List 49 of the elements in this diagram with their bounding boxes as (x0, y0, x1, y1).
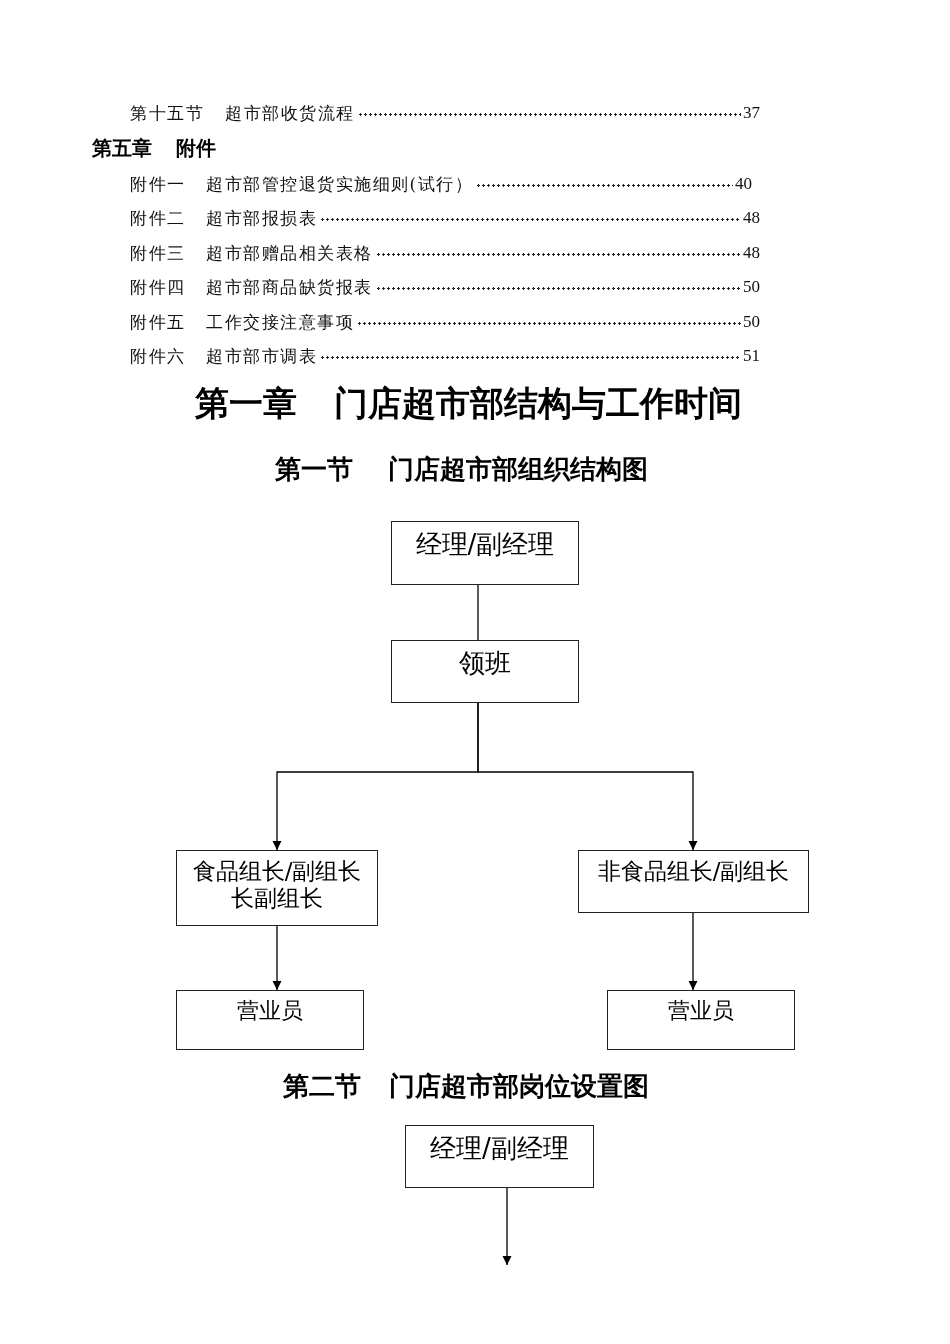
arrow (502, 1187, 512, 1266)
heading-number: 第二节 (283, 1070, 361, 1104)
position-title: 非食品组长/副组长 (597, 858, 790, 886)
toc-page-number: 48 (743, 207, 760, 229)
heading-title: 门店超市部结构与工作时间 (334, 381, 742, 425)
toc-entry-number: 附件三 (130, 243, 186, 263)
position-title: 经理/副经理 (415, 529, 555, 560)
toc-entry-title: 超市部收货流程 (225, 102, 355, 124)
position-title: 领班 (459, 648, 511, 679)
arrow (477, 702, 698, 851)
toc-entry-title: 超市部市调表 (206, 345, 317, 367)
toc-entry-number: 附件四 (130, 277, 186, 297)
position-box (405, 1125, 594, 1188)
toc-entry-title: 超市部报损表 (206, 207, 317, 229)
position-box (176, 990, 364, 1050)
heading-title: 附件 (176, 135, 216, 161)
heading-number: 第五章 (92, 135, 152, 161)
position-box (607, 990, 795, 1050)
position-title: 营业员 (668, 998, 734, 1024)
arrow (688, 912, 698, 991)
position-box (578, 850, 809, 913)
position-title: 营业员 (237, 998, 303, 1024)
position-title: 食品组长/副组长 (192, 858, 362, 886)
toc-entry-number: 附件一 (130, 174, 186, 194)
position-title: 经理/副经理 (430, 1133, 569, 1164)
toc-entry-title: 超市部商品缺货报表 (206, 276, 373, 298)
arrow (272, 925, 282, 991)
connector-line (477, 584, 479, 641)
toc-entry-number: 第十五节 (130, 103, 204, 123)
position-box (176, 850, 378, 926)
toc-entry-title: 工作交接注意事项 (206, 311, 354, 333)
heading-number: 第一节 (275, 453, 353, 487)
toc-entry-number: 附件六 (130, 346, 186, 366)
toc-entry-number: 附件五 (130, 312, 186, 332)
heading-title: 门店超市部岗位设置图 (389, 1070, 649, 1104)
toc-page-number: 51 (743, 345, 760, 367)
toc-page-number: 48 (743, 242, 760, 264)
toc-entry-title: 超市部赠品相关表格 (206, 242, 373, 264)
toc-page-number: 37 (743, 102, 760, 124)
toc-page-number: 50 (743, 276, 760, 298)
heading-title: 门店超市部组织结构图 (388, 453, 648, 487)
position-note: 长副组长 (231, 885, 323, 913)
position-box (391, 521, 579, 585)
toc-entry-title: 超市部管控退货实施细则(试行） (206, 173, 474, 195)
toc-entry-number: 附件二 (130, 208, 186, 228)
position-box (391, 640, 579, 703)
heading-number: 第一章 (195, 381, 297, 425)
toc-page-number: 50 (743, 311, 760, 333)
toc-page-number: 40 (735, 173, 752, 195)
